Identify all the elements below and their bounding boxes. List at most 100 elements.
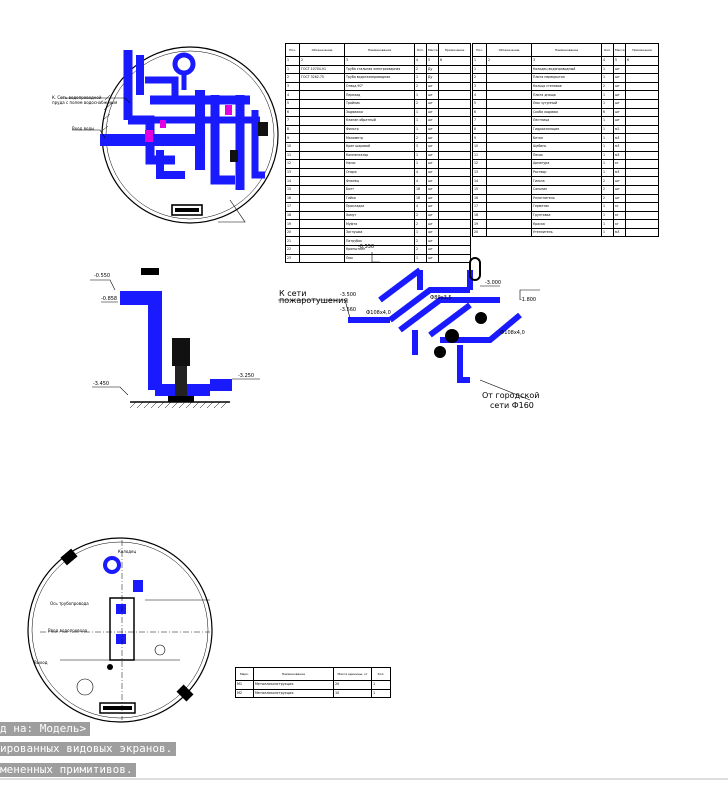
table-cell: 1 [601,150,614,161]
small-col-name: Наименование [253,667,334,681]
table-cell: 14 [472,176,487,186]
table-cell: 7 [285,116,300,126]
table-cell: 1 [414,227,427,238]
table-cell [625,73,659,83]
table-cell [625,64,659,75]
table-cell: Ду [426,64,439,75]
plan-label-1: К. Сеть водопроводной [52,95,102,100]
table-cell: 13 [285,167,300,178]
table-cell: шт [426,176,439,186]
table-cell: Уплотнитель [531,193,602,204]
table-cell [299,116,345,126]
table-cell: шт [426,184,439,195]
table-cell: 1 [601,202,614,212]
table-cell: 1 [414,107,427,118]
spec-col-pos: Поз. [285,43,300,57]
table-cell: 1 [414,253,427,264]
table-cell: 17 [285,202,300,212]
table-cell: 12 [285,159,300,169]
table-cell: м2 [613,124,626,135]
table-cell: 2 [414,210,427,221]
table-cell: 16 [472,193,487,204]
table-cell [438,73,471,83]
table-cell [299,150,345,161]
spec-col-qty: Кол. [414,43,427,57]
table-cell: 1 [414,116,427,126]
table-cell: 1 [414,73,427,83]
table-cell [486,64,532,75]
table-cell: 4 [285,90,300,100]
table-cell [625,133,659,143]
table-cell: шт [426,219,439,229]
table-cell: шт [426,81,439,92]
table-cell [625,167,659,178]
table-cell: 4 [414,167,427,178]
table-cell: 2 [414,81,427,92]
column-number-cell: 1 [472,56,487,66]
table-cell [625,159,659,169]
table-cell: Люк чугунный [531,98,602,109]
table-cell: Заглушка [344,227,415,238]
column-number-cell: 2 [299,56,345,66]
table-cell [438,124,471,135]
pump [172,338,190,366]
table-cell: 20 [333,680,372,690]
table-cell: 8 [285,124,300,135]
table-cell: шт [426,159,439,169]
table-cell [486,202,532,212]
table-cell: 1 [414,124,427,135]
spec-col-qty: Кол. [601,43,614,57]
table-cell: 1 [472,64,487,75]
table-cell [486,227,532,238]
column-number-cell: 1 [285,56,300,66]
table-cell: 2 [601,176,614,186]
table-cell [299,184,345,195]
table-cell: 1 [601,141,614,152]
table-cell: 1 [601,73,614,83]
table-cell: Труба стальная электросварная [344,64,415,75]
table-cell: м3 [613,133,626,143]
spec-table-left: Поз. Обозначение Наименование Кол. Масса… [285,43,471,264]
table-cell: М2 [235,688,254,699]
well-outline-bottom [27,537,213,723]
axonometric-scheme [278,252,540,401]
table-cell: Плита перекрытия [531,73,602,83]
table-cell: 7 [472,116,487,126]
table-cell [438,193,471,204]
table-cell: кг [613,159,626,169]
table-cell [299,98,345,109]
plan-view-bottom [27,537,213,723]
spec-col-note: Примечание [625,43,659,57]
table-cell: 2 [472,73,487,83]
table-cell: 20 [472,227,487,238]
table-cell: Люк [344,253,415,264]
table-cell [486,167,532,178]
small-col-mark: Марк. [235,667,254,681]
pipe-network-top [100,50,268,190]
table-cell: шт [426,98,439,109]
table-cell [438,81,471,92]
table-cell [438,176,471,186]
table-cell [299,107,345,118]
table-cell: 16 [414,184,427,195]
table-cell: 11 [285,150,300,161]
table-cell [438,253,471,264]
table-cell [438,141,471,152]
fire-net-label-1: К сети [279,289,307,298]
section-view [90,268,260,409]
section-elev-mid: -0.858 [101,296,118,302]
